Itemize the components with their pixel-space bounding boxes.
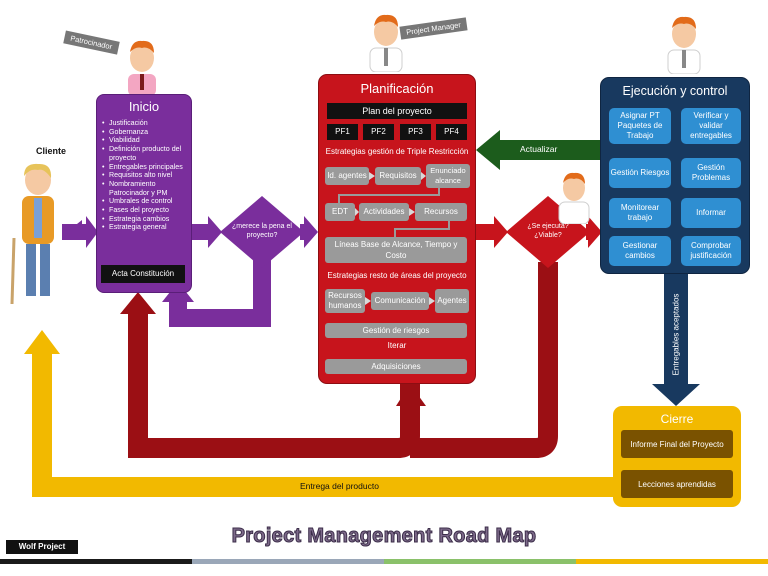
acta-constitucion: Acta Constitución xyxy=(101,265,185,283)
actualizar-arrow xyxy=(476,130,600,170)
row2-box: Actividades xyxy=(359,203,409,221)
exec-item: Informar xyxy=(681,198,741,228)
exec-item: Comprobar justificación xyxy=(681,236,741,266)
ejecucion-panel: Ejecución y control Asignar PT Paquetes … xyxy=(600,77,750,274)
risks-box: Gestión de riesgos xyxy=(325,323,467,338)
adquisiciones-box: Adquisiciones xyxy=(325,359,467,374)
row2-box: Recursos xyxy=(415,203,467,221)
purple-loop-path xyxy=(169,252,271,327)
phase-box: PF1 xyxy=(327,124,358,140)
iterate-loop-path xyxy=(128,312,420,458)
actualizar-label: Actualizar xyxy=(520,144,558,154)
entrega-label: Entrega del producto xyxy=(300,481,379,491)
exec-item: Gestión Riesgos xyxy=(609,158,671,188)
cierre-item: Lecciones aprendidas xyxy=(621,470,733,498)
plan-to-decision2-arrow xyxy=(474,216,508,248)
row1-box: Enunciado alcance xyxy=(426,164,470,188)
phase-box: PF4 xyxy=(436,124,467,140)
inicio-item: Definición producto del proyecto xyxy=(102,145,191,162)
inicio-item: Nombramiento Patrocinador y PM xyxy=(102,180,191,197)
inicio-item: Justificación xyxy=(102,119,191,128)
inicio-title: Inicio xyxy=(128,99,160,114)
row2-box: EDT xyxy=(325,203,355,221)
phase-box: PF3 xyxy=(400,124,431,140)
inicio-item: Umbrales de control xyxy=(102,197,191,206)
entregables-arrow xyxy=(652,272,700,406)
iterar-label: Iterar xyxy=(387,341,407,350)
inicio-panel: Inicio Justificación Gobernanza Viabilid… xyxy=(96,94,192,293)
exec-item: Gestión Problemas xyxy=(681,158,741,188)
planificacion-panel: Planificación Plan del proyecto PF1 PF2 … xyxy=(318,74,476,384)
cierre-title: Cierre xyxy=(660,412,694,426)
phase-box: PF2 xyxy=(363,124,394,140)
footer-color-bar xyxy=(0,559,768,564)
row1-box: Id. agentes xyxy=(325,167,369,185)
wolf-project-logo: Wolf Project xyxy=(6,540,78,554)
client-to-inicio-arrow xyxy=(62,216,98,248)
baseline-box: Líneas Base de Alcance, Tiempo y Costo xyxy=(325,237,467,263)
iterate-loop-head xyxy=(120,292,156,314)
inicio-list: Justificación Gobernanza Viabilidad Defi… xyxy=(99,119,191,232)
exec-item: Asignar PT Paquetes de Trabajo xyxy=(609,108,671,144)
row3-box: Recursos humanos xyxy=(325,289,365,313)
plan-connectors xyxy=(338,172,450,305)
delivery-arrow-head xyxy=(24,330,60,354)
sponsor-person-icon xyxy=(128,40,156,96)
decision-to-plan-arrow xyxy=(300,216,318,248)
pm-person-icon xyxy=(369,14,403,72)
replan-arrow-head xyxy=(396,384,426,406)
inicio-item: Estrategia general xyxy=(102,223,191,232)
decision2-text: ¿Se ejecuta? ¿Viable? xyxy=(527,223,569,239)
plan-del-proyecto: Plan del proyecto xyxy=(327,103,467,119)
inicio-item: Estrategia cambios xyxy=(102,215,191,224)
exec-item: Verificar y validar entregables xyxy=(681,108,741,144)
delivery-arrow-path xyxy=(32,352,613,497)
ejecucion-title: Ejecución y control xyxy=(622,84,728,98)
client-person-icon xyxy=(10,163,54,305)
exec-item: Monitorear trabajo xyxy=(609,198,671,228)
decision2-to-exec-arrow xyxy=(586,216,602,248)
reject-loop-path xyxy=(410,262,558,458)
roadmap-title: Project Management Road Map xyxy=(231,525,537,548)
row3-box: Comunicación xyxy=(371,292,429,310)
inicio-item: Fases del proyecto xyxy=(102,206,191,215)
cierre-panel: Cierre Informe Final del Proyecto Leccio… xyxy=(613,406,741,507)
inicio-to-decision-arrow xyxy=(190,216,222,248)
cierre-item: Informe Final del Proyecto xyxy=(621,430,733,458)
planificacion-title: Planificación xyxy=(360,81,434,96)
inicio-item: Entregables principales xyxy=(102,163,191,172)
inicio-item: Viabilidad xyxy=(102,136,191,145)
decision1-diamond xyxy=(220,196,304,268)
inicio-item: Gobernanza xyxy=(102,128,191,137)
row1-box: Requisitos xyxy=(375,167,421,185)
decision1-text: ¿merece la pena el proyecto? xyxy=(232,223,292,239)
other-header: Estrategias resto de áreas del proyecto xyxy=(327,271,467,280)
row3-box: Agentes xyxy=(435,289,469,313)
exec-person-icon xyxy=(667,16,701,74)
inicio-item: Requisitos alto nivel xyxy=(102,171,191,180)
triple-header: Estrategias gestión de Triple Restricció… xyxy=(325,147,469,156)
client-label: Cliente xyxy=(36,146,67,156)
exec-item: Gestionar cambios xyxy=(609,236,671,266)
decision-person-icon xyxy=(558,172,590,224)
entregables-label: Entregables aceptados xyxy=(671,293,681,376)
